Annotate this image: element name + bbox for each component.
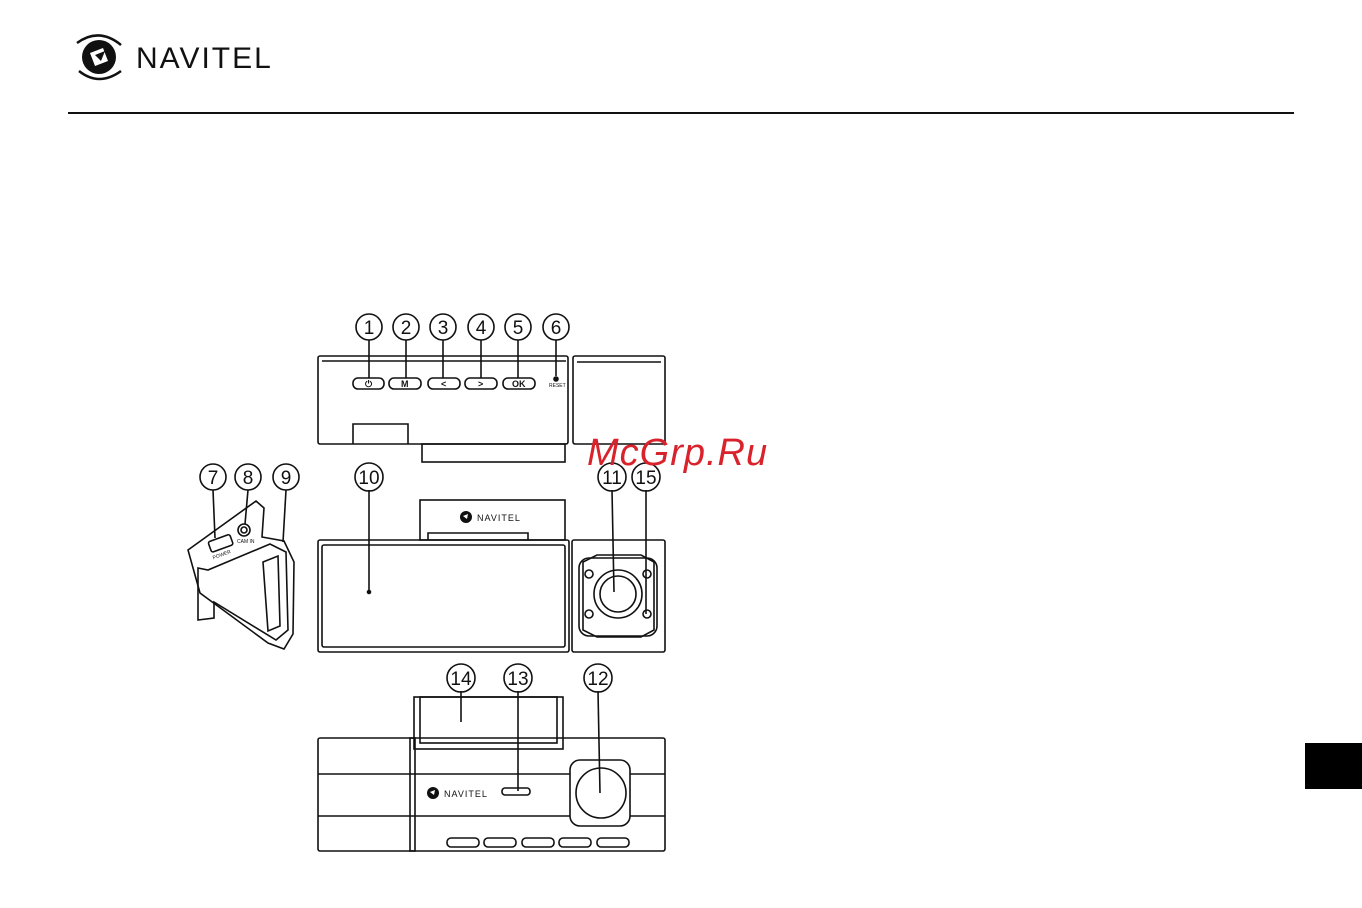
callout-7: 7 — [208, 468, 219, 489]
callout-6: 6 — [551, 318, 562, 339]
right-button-label: > — [478, 379, 483, 389]
callout-1: 1 — [364, 318, 375, 339]
callout-9: 9 — [281, 468, 292, 489]
device-logo-icon — [427, 787, 439, 799]
front-view — [318, 691, 665, 851]
callout-5: 5 — [513, 318, 524, 339]
callout-numbers: 1 2 3 4 5 6 7 8 9 10 11 15 14 13 12 — [208, 318, 657, 690]
callout-12: 12 — [587, 669, 608, 690]
rear-camera-lens — [594, 570, 642, 618]
cam-in-label: CAM IN — [237, 539, 255, 545]
reset-label: RESET — [549, 383, 566, 389]
power-button-label: ⏻ — [365, 379, 373, 389]
ok-button-label: OK — [512, 379, 526, 389]
watermark-text: McGrp.Ru — [587, 432, 768, 475]
screen — [322, 545, 565, 647]
callout-13: 13 — [507, 669, 528, 690]
device-logo-icon — [460, 511, 472, 523]
callout-10: 10 — [358, 468, 379, 489]
callout-8: 8 — [243, 468, 254, 489]
left-button-label: < — [441, 379, 446, 389]
menu-button-label: M — [401, 379, 409, 389]
page-tab — [1305, 743, 1362, 789]
side-view — [188, 490, 294, 649]
device-brand-front: NAVITEL — [444, 789, 488, 799]
reset-hole — [554, 377, 558, 381]
device-brand-rear: NAVITEL — [477, 513, 521, 523]
callout-3: 3 — [438, 318, 449, 339]
callout-14: 14 — [450, 669, 472, 690]
callout-4: 4 — [476, 318, 487, 339]
callout-2: 2 — [401, 318, 412, 339]
